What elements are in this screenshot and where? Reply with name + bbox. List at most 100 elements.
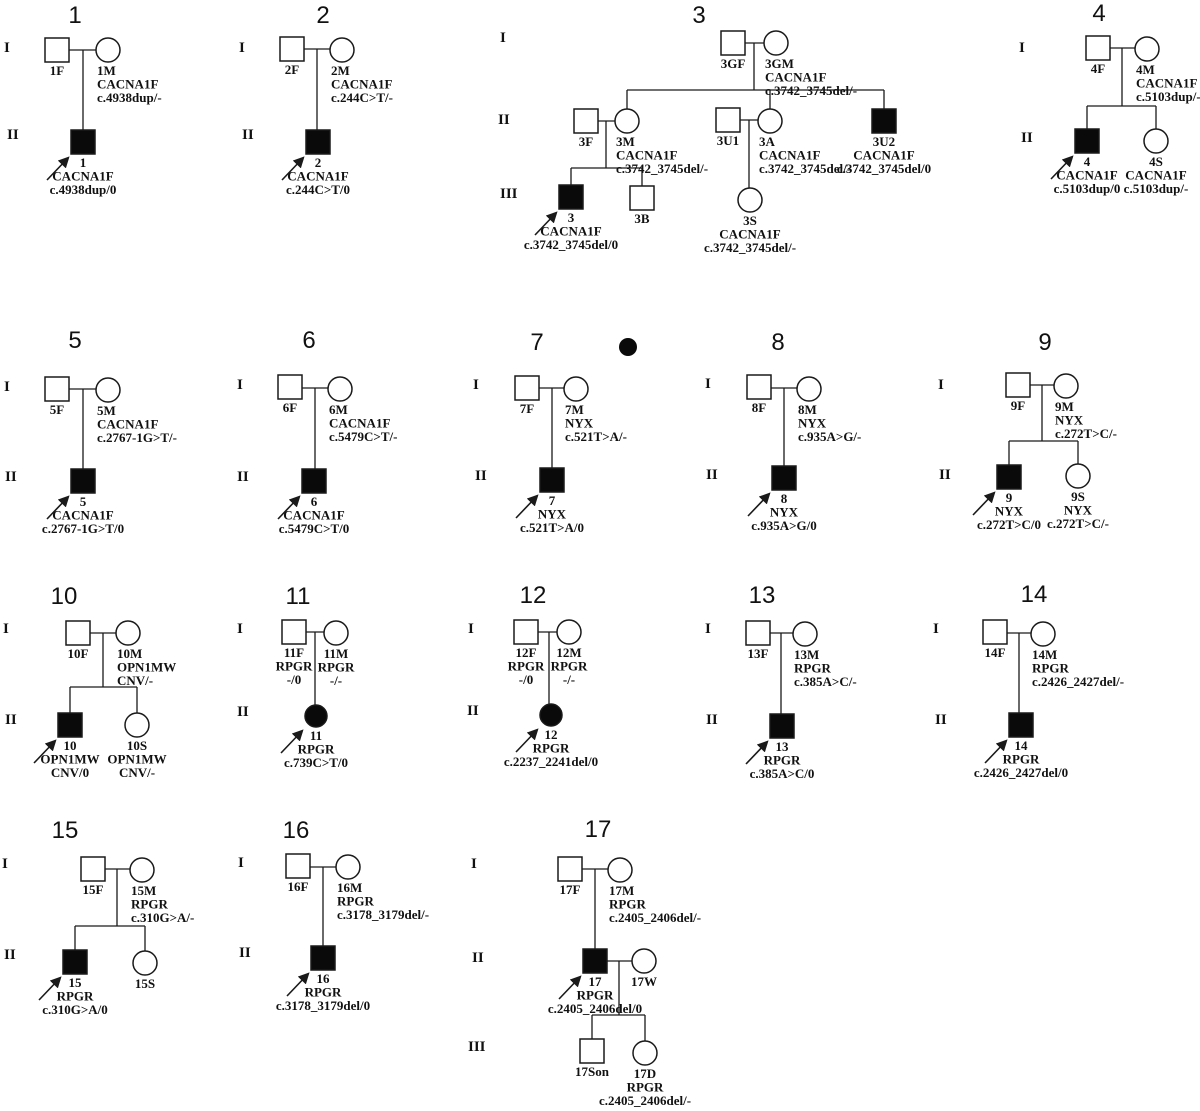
person-1M — [95, 37, 121, 63]
person-3U1 — [715, 107, 741, 133]
person-5F-label: 5F — [50, 402, 65, 417]
person-11M — [323, 620, 349, 646]
person-5-affected — [70, 468, 96, 494]
generation-label-ii: II — [5, 712, 17, 728]
generation-label-i: I — [238, 855, 244, 871]
family-13-title: 13 — [749, 582, 776, 609]
person-3A — [757, 108, 783, 134]
family-2-title: 2 — [316, 2, 329, 29]
person-16M — [335, 854, 361, 880]
generation-label-i: I — [938, 377, 944, 393]
person-17Son — [579, 1038, 605, 1064]
family-11-title: 11 — [286, 583, 311, 610]
person-2M — [329, 37, 355, 63]
person-9F — [1005, 372, 1031, 398]
generation-label-i: I — [1019, 40, 1025, 56]
proband-arrow-icon — [1050, 155, 1074, 180]
person-14F-label: 14F — [985, 645, 1006, 660]
family-16-title: 16 — [283, 817, 310, 844]
person-3U2-affected — [871, 108, 897, 134]
person-17Son-label: 17Son — [575, 1064, 610, 1079]
family-4-title: 4 — [1092, 0, 1105, 27]
generation-label-ii: II — [472, 950, 484, 966]
person-17W — [631, 948, 657, 974]
person-1F-label: 1F — [50, 63, 65, 78]
person-8F-label: 8F — [752, 400, 767, 415]
person-5F — [44, 376, 70, 402]
person-12-affected — [539, 703, 563, 727]
family-12-title: 12 — [520, 582, 547, 609]
person-6F — [277, 374, 303, 400]
person-13F — [745, 620, 771, 646]
generation-label-iii: III — [500, 186, 518, 202]
generation-label-i: I — [4, 379, 10, 395]
family-17-title: 17 — [585, 816, 612, 843]
generation-label-i: I — [705, 376, 711, 392]
proband-arrow-icon — [745, 740, 769, 765]
proband-arrow-icon — [281, 156, 305, 181]
person-2-affected — [305, 129, 331, 155]
person-9M — [1053, 373, 1079, 399]
person-4S — [1143, 128, 1169, 154]
person-3B — [629, 185, 655, 211]
person-1F — [44, 37, 70, 63]
person-3F — [573, 108, 599, 134]
generation-label-i: I — [933, 621, 939, 637]
person-15-affected — [62, 949, 88, 975]
generation-label-i: I — [237, 377, 243, 393]
person-12F — [513, 619, 539, 645]
person-17D — [632, 1040, 658, 1066]
proband-arrow-icon — [515, 728, 539, 753]
generation-label-i: I — [4, 40, 10, 56]
family-1-title: 1 — [68, 2, 81, 29]
proband-arrow-icon — [534, 211, 558, 236]
proband-arrow-icon — [280, 729, 304, 754]
person-6F-label: 6F — [283, 400, 298, 415]
proband-arrow-icon — [747, 492, 771, 517]
person-15F-label: 15F — [83, 882, 104, 897]
person-15S — [132, 950, 158, 976]
person-5M — [95, 377, 121, 403]
person-4-affected — [1074, 128, 1100, 154]
family-10-title: 10 — [51, 583, 78, 610]
generation-label-i: I — [2, 856, 8, 872]
proband-arrow-icon — [558, 975, 582, 1000]
person-12M — [556, 619, 582, 645]
